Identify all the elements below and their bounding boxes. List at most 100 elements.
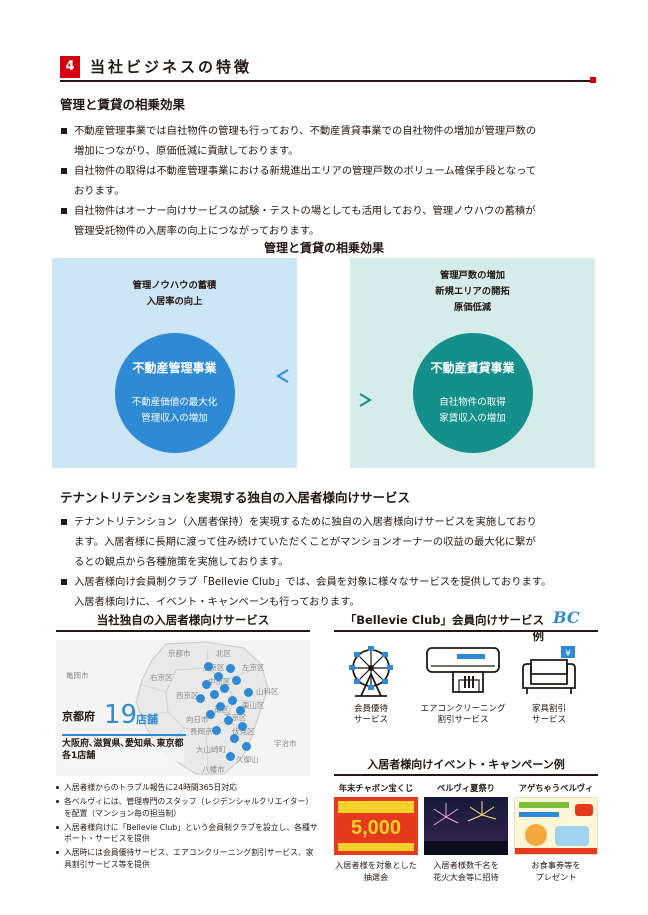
note-item: 各ベルヴィには、管理専門のスタッフ（レジデンシャルクリエイター）を配置（マンショ…: [56, 796, 318, 819]
bullet-item-cont: るとの観点から各種施策を実施しております。: [74, 556, 289, 568]
store-dot: [196, 694, 205, 703]
event-caption: 入居者様数千名を 花火大会等に招待: [433, 860, 499, 882]
bullet-square-icon: [61, 128, 67, 134]
svg-text:¥: ¥: [565, 649, 571, 659]
bellevie-club-logo: BC: [553, 608, 580, 627]
map-label: 右京区: [150, 673, 173, 682]
air-conditioner-icon: [426, 647, 500, 693]
bullet-item: テナントリテンション（入居者保持）を実現するために独自の入居者様向けサービスを実…: [60, 512, 605, 532]
map-label: 向日市: [186, 715, 209, 724]
bullet-item-cont: 管理受託物件の入居率の向上につながっております。: [74, 225, 320, 237]
store-dot: [232, 676, 241, 685]
map-label: 伏見区: [232, 727, 255, 736]
store-dot: [226, 752, 235, 761]
tenant-heading: テナントリテンションを実現する独自の入居者様向けサービス: [60, 490, 411, 505]
own-services-notes: 入居者様からのトラブル報告に24時間365日対応 各ベルヴィには、管理専門のスタ…: [56, 782, 318, 873]
events-heading: 入居者様向けイベント・キャンペーン例: [367, 758, 565, 771]
store-dot: [210, 690, 219, 699]
bullet-item-cont: 入居者様向けに、イベント・キャンペーンも行っております。: [74, 596, 360, 608]
map-label: 下京区: [224, 713, 247, 722]
management-notes: 管理ノウハウの蓄積 入居率の向上: [132, 280, 217, 307]
bullet-square-icon: [61, 579, 67, 585]
section-header: 4 当社ビジネスの特徴: [60, 56, 596, 83]
management-panel: 管理ノウハウの蓄積 入居率の向上 不動産管理事業 不動産価値の最大化 管理収入の…: [52, 258, 297, 468]
store-unit: 店舗: [136, 713, 158, 726]
bullet-item: 自社物件はオーナー向けサービスの試験・テストの場としても活用しており、管理ノウハ…: [60, 201, 605, 221]
event-lottery: 年末チャボン宝くじ 5,000 入居者様を対象とした 抽選会: [334, 783, 418, 883]
bullet-item-cont: 増加につながり、原価低減に貢献しております。: [74, 145, 299, 157]
store-dot: [206, 710, 215, 719]
event-name: 年末チャボン宝くじ: [338, 783, 414, 793]
events-rule: [334, 774, 598, 776]
bullet-item: 入居者様向け会員制クラブ「Bellevie Club」では、会員を対象に様々なサ…: [60, 572, 605, 592]
map-label: 久御山: [236, 755, 259, 764]
rental-sub: 自社物件の取得 家賃収入の増加: [439, 397, 506, 424]
management-circle: 不動産管理事業 不動産価値の最大化 管理収入の増加: [114, 333, 235, 453]
synergy-bullets: 不動産管理事業では自社物件の管理も行っており、不動産賃貸事業での自社物件の増加が…: [60, 121, 605, 241]
synergy-heading: 管理と賃貸の相乗効果: [60, 97, 186, 112]
campaign-flyer: [514, 797, 598, 855]
section-rule-mark: [590, 77, 596, 83]
note-dot-icon: [56, 786, 59, 789]
kyoto-label: 京都府: [62, 710, 95, 723]
bullet-item-cont: ます。入居者様に長期に渡って住み続けていただくことがマンションオーナーの収益の最…: [74, 536, 536, 548]
rental-circle: 不動産賃貸事業 自社物件の取得 家賃収入の増加: [412, 333, 533, 453]
bullet-item: 不動産管理事業では自社物件の管理も行っており、不動産賃貸事業での自社物件の増加が…: [60, 121, 605, 141]
bullet-square-icon: [61, 519, 67, 525]
note-item: 入居時には会員優待サービス、エアコンクリーニング割引サービス、家具割引サービス等…: [56, 847, 318, 870]
store-dot: [238, 722, 247, 731]
event-caption: 入居者様を対象とした 抽選会: [335, 860, 417, 882]
map-label: 西京区: [176, 691, 199, 700]
map-label: 東山区: [242, 701, 265, 710]
own-services-heading: 当社独自の入居者様向けサービス: [96, 613, 270, 627]
event-summer-festival: ベルヴィ夏祭り 入居者様数千名を 花火大会等に招待: [424, 783, 508, 883]
fireworks-icon: [424, 801, 508, 855]
map-label: 左京区: [242, 663, 265, 672]
service-ac-cleaning: エアコンクリーニング 割引サービス: [418, 644, 508, 726]
store-dot: [242, 742, 251, 751]
store-dot: [230, 734, 239, 743]
lottery-banner: 5,000: [334, 797, 418, 855]
note-dot-icon: [56, 825, 59, 829]
event-name: ベルヴィ夏祭り: [436, 783, 496, 793]
club-rule: [334, 630, 598, 632]
section-title: 当社ビジネスの特徴: [90, 58, 253, 76]
service-furniture-discount: ¥ 家具割引 サービス: [504, 644, 594, 726]
synergy-arrows-icon: [276, 369, 372, 407]
bullet-item: 自社物件の取得は不動産管理事業における新規進出エリアの管理戸数のボリューム確保手…: [60, 161, 605, 181]
note-dot-icon: [56, 851, 59, 855]
event-caption: お食事券等を プレゼント: [531, 860, 581, 882]
service-label: 家具割引 サービス: [531, 704, 566, 725]
management-sub: 不動産価値の最大化 管理収入の増加: [131, 397, 218, 424]
store-count: 19: [104, 700, 138, 730]
rental-notes: 管理戸数の増加 新規エリアの開拓 原価低減: [435, 270, 510, 313]
map-label: 八幡市: [202, 765, 225, 774]
club-heading: 「Bellevie Club」会員向けサービス例: [344, 613, 544, 643]
lottery-banner-number: 5,000: [350, 817, 402, 839]
section-number: 4: [60, 56, 80, 78]
map-label: 亀岡市: [66, 671, 89, 680]
bullet-square-icon: [61, 168, 67, 174]
map-label: 宇治市: [274, 739, 297, 748]
note-item: 入居者様からのトラブル報告に24時間365日対応: [56, 782, 318, 793]
bullet-square-icon: [61, 208, 67, 214]
fireworks-photo: [424, 797, 508, 855]
synergy-diagram-title: 管理と賃貸の相乗効果: [263, 241, 384, 255]
store-dot: [202, 680, 211, 689]
store-dot: [204, 662, 213, 671]
store-dot: [212, 726, 221, 735]
map-label: 京都市: [168, 649, 191, 658]
note-item: 入居者様向けに「Bellevie Club」という会員制クラブを設立し、各種サポ…: [56, 822, 318, 845]
kyoto-underline: [62, 734, 186, 736]
service-member-benefit: 会員優待 サービス: [326, 644, 416, 726]
note-dot-icon: [56, 800, 59, 804]
store-dot: [228, 696, 237, 705]
store-dot: [216, 702, 225, 711]
event-name: アゲちゃうベルヴィ: [518, 783, 594, 793]
sofa-icon: ¥: [522, 646, 576, 694]
service-label: エアコンクリーニング 割引サービス: [420, 704, 506, 725]
map-label: 北区: [216, 649, 231, 658]
map-label: 大山崎町: [196, 745, 226, 754]
map-label: 上京区: [202, 663, 225, 672]
map-label: 山科区: [256, 687, 279, 696]
